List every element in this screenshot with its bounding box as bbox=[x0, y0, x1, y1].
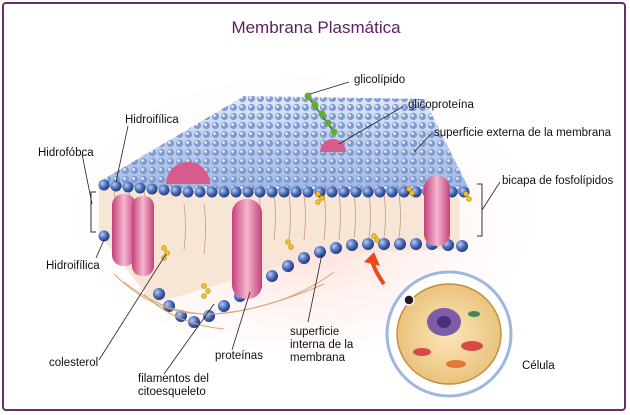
diagram-title: Membrana Plasmática bbox=[231, 18, 401, 37]
label-glicoproteina: glicoproteína bbox=[408, 99, 474, 111]
peripheral-protein bbox=[166, 162, 210, 184]
label-colesterol: colesterol bbox=[49, 357, 99, 369]
label-hidrofobca: Hidrofóbca bbox=[38, 147, 94, 159]
transmembrane-proteins bbox=[112, 139, 450, 299]
glycolipid-chain bbox=[304, 92, 338, 136]
left-bracket bbox=[90, 191, 96, 233]
label-filamentos-line1: filamentos del bbox=[138, 373, 209, 385]
diagram-frame: Membrana Plasmática bbox=[2, 2, 626, 411]
label-filamentos-line2: citoesqueleto bbox=[138, 386, 206, 398]
cytoskeleton-filaments bbox=[113, 271, 335, 330]
label-bicapa: bicapa de fosfolípidos bbox=[502, 175, 614, 187]
cell-illustration bbox=[385, 270, 513, 398]
label-superficie-interna-line1: superficie bbox=[290, 326, 340, 338]
label-superficie-interna-line3: membrana bbox=[290, 352, 345, 364]
label-glicolipido: glicolípido bbox=[354, 74, 406, 86]
membrane-illustration bbox=[74, 74, 534, 398]
lipid-tail-region bbox=[99, 182, 459, 304]
glycoprotein-body bbox=[320, 139, 346, 152]
leader-lines bbox=[81, 81, 501, 375]
label-superficie-externa: superficie externa de la membrana bbox=[434, 127, 612, 139]
label-superficie-interna-line2: interna de la bbox=[290, 339, 354, 351]
label-hidrofilica-top: Hidroifílica bbox=[125, 114, 179, 126]
label-proteinas: proteínas bbox=[215, 350, 263, 362]
label-hidrofilica-bottom: Hidroifílica bbox=[46, 260, 100, 272]
label-celula: Célula bbox=[522, 360, 555, 372]
